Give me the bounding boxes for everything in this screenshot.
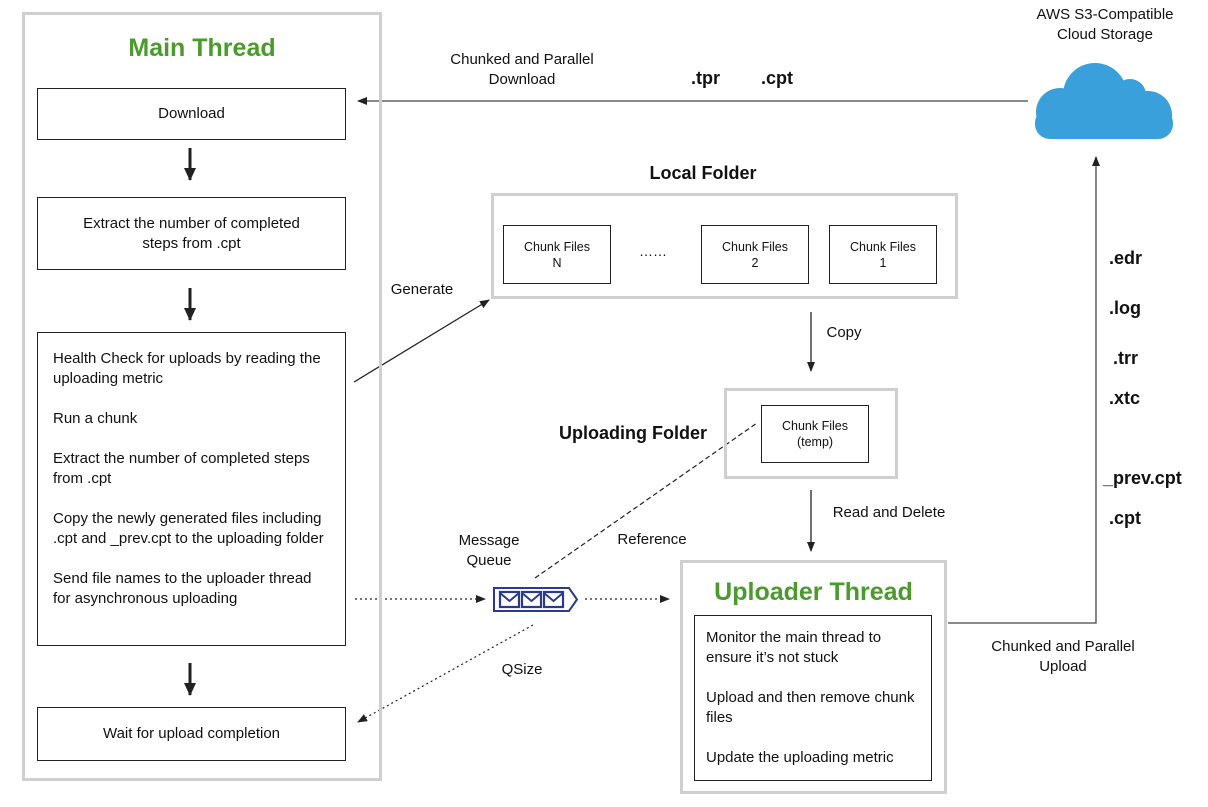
local-folder-title: Local Folder: [649, 163, 757, 183]
uploader-step-metric: Update the uploading metric: [706, 749, 894, 766]
uploader-thread-title: Uploader Thread: [714, 578, 913, 606]
ext-log: .log: [1109, 298, 1141, 318]
ext-edr: .edr: [1109, 248, 1143, 268]
reference-line: [534, 422, 758, 579]
upload-arrow: [948, 156, 1100, 624]
chunk-files-1: Chunk Files 1: [829, 225, 937, 284]
upload-label: Chunked and Parallel Upload: [991, 638, 1135, 675]
ext-cpt-upload: .cpt: [1109, 508, 1142, 528]
ext-prev-cpt: _prev.cpt: [1103, 468, 1182, 488]
uploading-folder-container: [724, 388, 898, 479]
ext-tpr: .tpr: [691, 68, 720, 88]
chunk-ellipsis: ……: [639, 243, 667, 259]
cloud-icon: [1035, 63, 1173, 139]
ext-cpt-download: .cpt: [761, 68, 794, 88]
qsize-arrow: [357, 624, 534, 723]
download-label: Chunked and Parallel Download: [450, 51, 594, 88]
main-steps-box: Health Check for uploads by reading the …: [37, 332, 346, 646]
step-run-chunk: Run a chunk: [53, 410, 138, 427]
local-folder-container: [491, 193, 958, 299]
read-delete-label: Read and Delete: [832, 504, 946, 521]
extract-box: Extract the number of completed steps fr…: [37, 197, 346, 270]
uploader-thread-container: [680, 560, 947, 794]
chunk-files-n: Chunk Files N: [503, 225, 611, 284]
ext-xtc: .xtc: [1109, 388, 1141, 408]
cloud-storage-label: AWS S3-Compatible Cloud Storage: [1036, 6, 1174, 43]
step-send: Send file names to the uploader thread f…: [53, 570, 312, 607]
main-thread-container: [22, 12, 382, 781]
chunk-files-temp: Chunk Files (temp): [761, 405, 869, 463]
message-queue-icon: [493, 587, 579, 612]
uploader-step-upload: Upload and then remove chunk files: [706, 689, 915, 726]
ext-trr: .trr: [1113, 348, 1139, 368]
uploader-steps-box: Monitor the main thread to ensure it’s n…: [694, 615, 932, 781]
generate-arrow: [353, 299, 490, 383]
qsize-label: QSize: [501, 661, 543, 678]
message-queue-label: Message Queue: [458, 532, 520, 569]
uploading-folder-title: Uploading Folder: [559, 423, 707, 443]
download-box: Download: [37, 88, 346, 140]
wait-box: Wait for upload completion: [37, 707, 346, 761]
generate-label: Generate: [390, 281, 454, 298]
copy-label: Copy: [826, 324, 862, 341]
main-thread-title: Main Thread: [128, 34, 276, 62]
step-copy: Copy the newly generated files including…: [53, 510, 324, 547]
uploader-step-monitor: Monitor the main thread to ensure it’s n…: [706, 629, 882, 666]
reference-label: Reference: [617, 531, 687, 548]
chunk-files-2: Chunk Files 2: [701, 225, 809, 284]
step-health-check: Health Check for uploads by reading the …: [53, 350, 321, 387]
step-extract: Extract the number of completed steps fr…: [53, 450, 310, 487]
